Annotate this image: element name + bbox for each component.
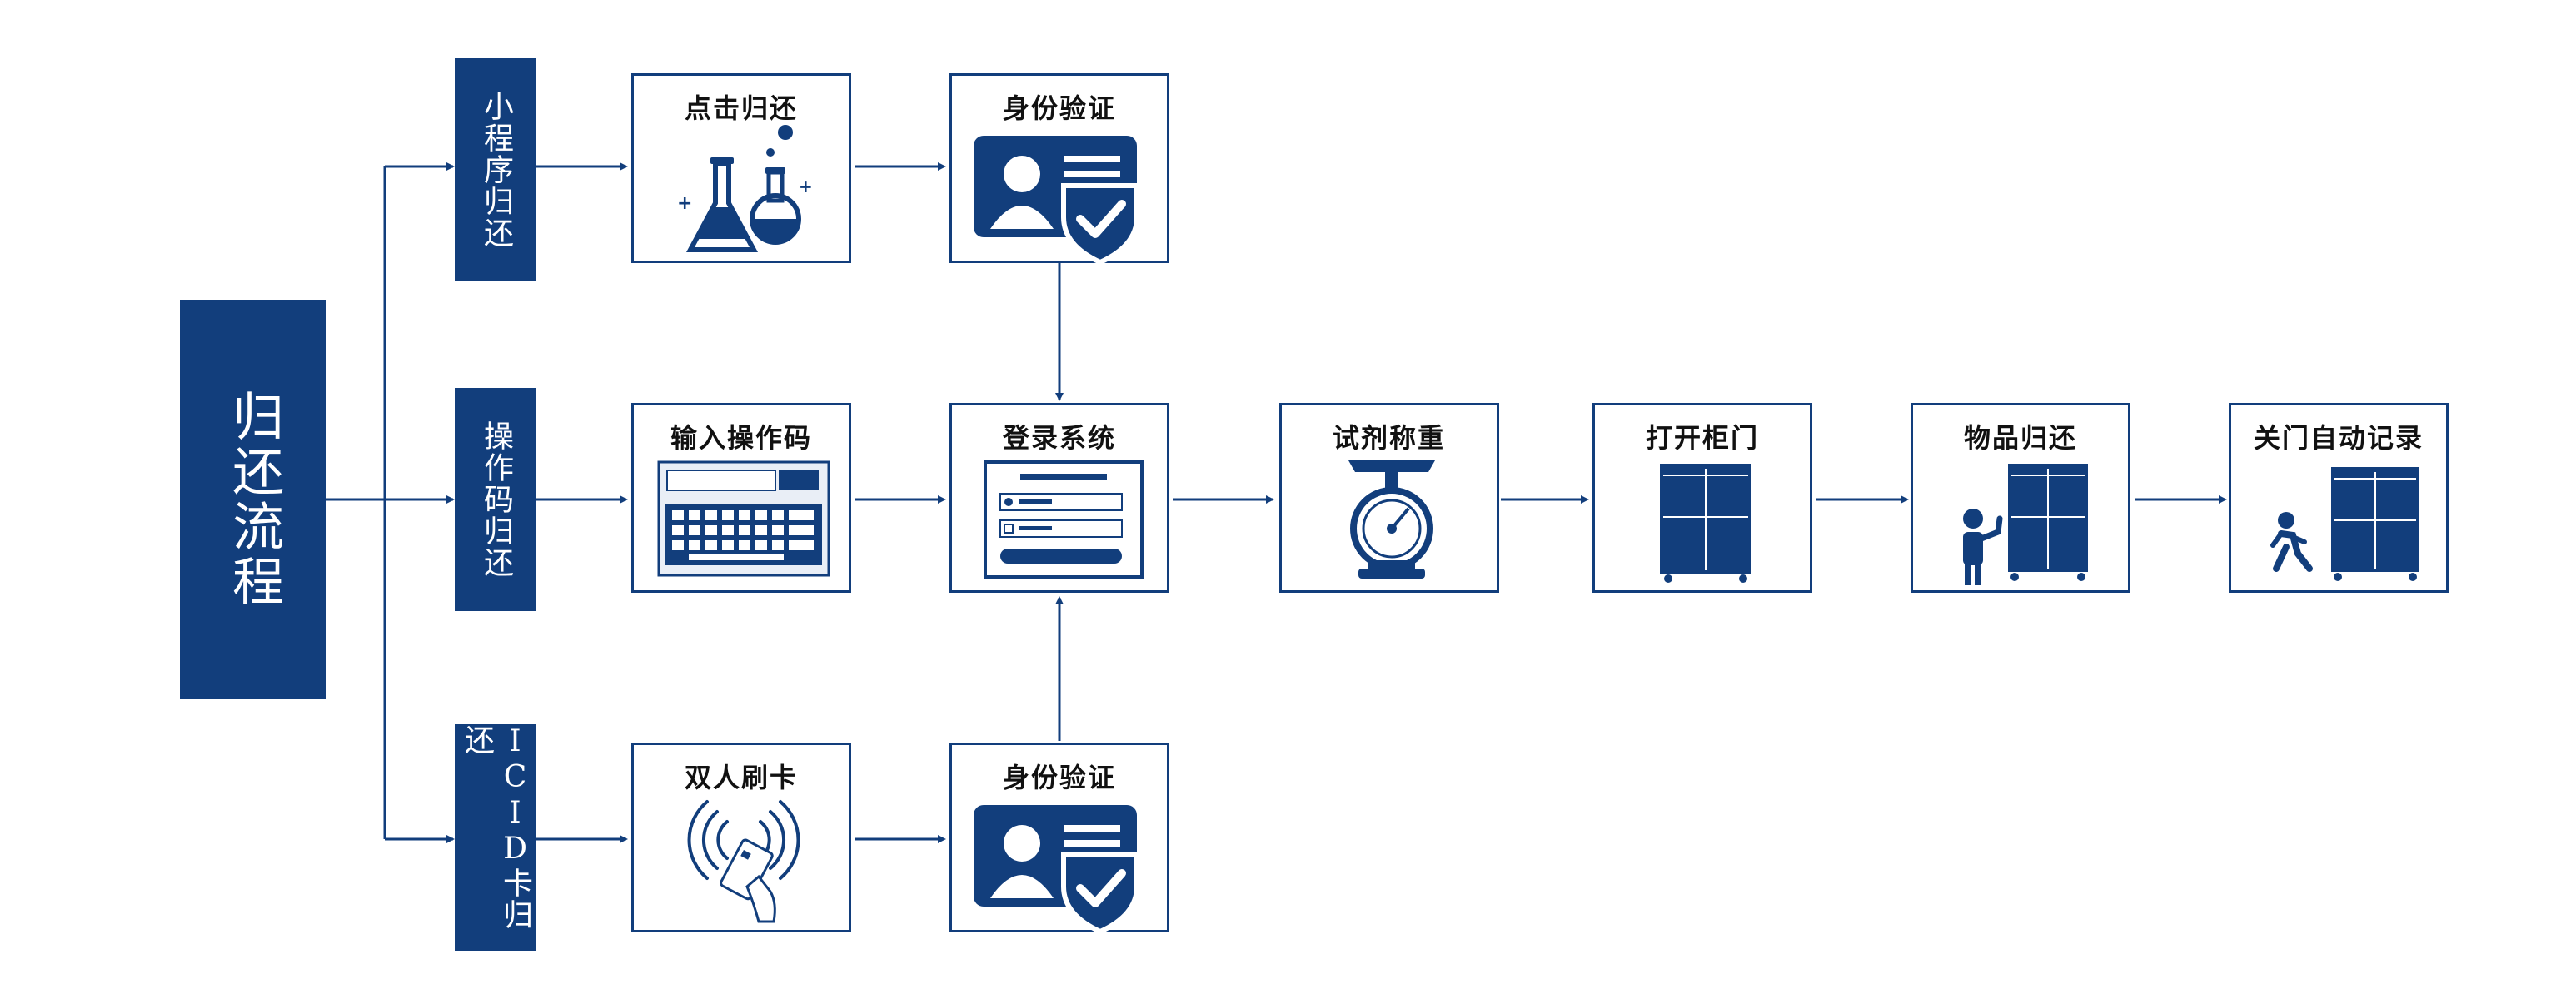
step-open-door: 打开柜门 [1592,403,1812,593]
step-return-item: 物品归还 [1911,403,2130,593]
svg-text:+: + [677,193,692,214]
scale-icon [1348,460,1435,579]
step-label: 双人刷卡 [684,762,798,793]
main-title: 归还流程 [180,300,326,699]
branch-label-mini-program: 小程序归还 [455,58,536,281]
step-weigh: 试剂称重 [1279,403,1499,593]
step-label: 试剂称重 [1332,422,1446,454]
step-label: 点击归还 [684,92,798,124]
id-verify-icon [974,136,1139,266]
step-close-door: 关门自动记录 [2229,403,2449,593]
step-dual-card: 双人刷卡 [631,743,851,932]
step-label: 物品归还 [1963,422,2077,454]
step-label: 登录系统 [1002,422,1116,454]
cabinet-icon [1660,464,1751,583]
step-label: 打开柜门 [1645,422,1759,454]
keyboard-screen-icon [657,460,830,577]
step-label: 身份验证 [1002,92,1116,124]
walking-person-cabinet-icon [2270,467,2419,581]
step-id-verify-bottom: 身份验证 [949,743,1169,935]
branch-label-operation-code: 操作码归还 [455,388,536,611]
step-id-verify-top: 身份验证 [949,73,1169,266]
step-input-code: 输入操作码 [631,403,851,593]
login-screen-icon [984,460,1144,579]
svg-text:+: + [799,176,813,196]
step-click-return: 点击归还 + + [631,73,851,263]
flask-icon: + + [677,125,813,252]
card-swipe-icon [687,800,800,923]
person-cabinet-icon [1963,464,2088,585]
step-label: 输入操作码 [670,422,812,454]
step-label: 关门自动记录 [2253,422,2424,454]
id-verify-icon [974,805,1139,935]
branch-label-icid-card: ICID卡归还 [455,724,536,951]
step-label: 身份验证 [1002,762,1116,793]
step-login: 登录系统 [949,403,1169,593]
